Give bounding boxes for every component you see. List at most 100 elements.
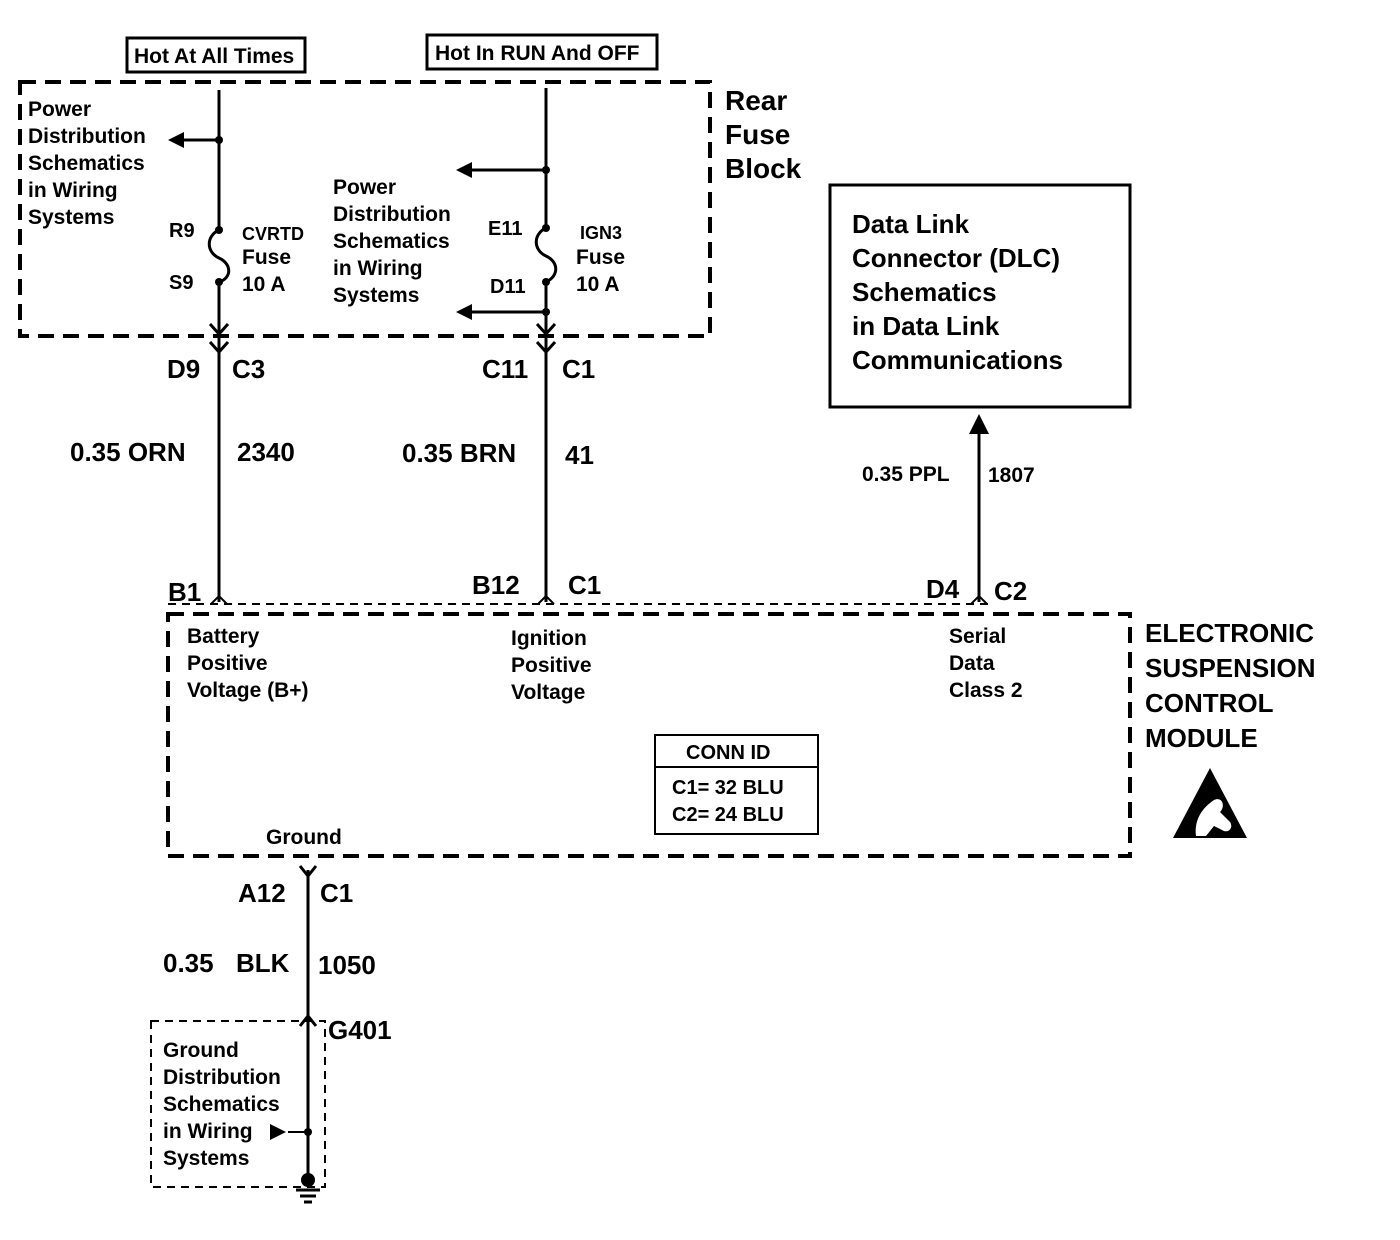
fuse-cvrtd-circuit xyxy=(182,90,231,602)
ground-dist-box xyxy=(150,1020,326,1188)
arrow-left-icon xyxy=(456,162,472,178)
arrow-right-icon xyxy=(270,1124,286,1140)
serial-data-label: Serial Data Class 2 xyxy=(949,625,1023,702)
esc-module-border xyxy=(166,612,1132,858)
connector-chevron-icon xyxy=(535,340,557,355)
hot-in-run-label: Hot In RUN And OFF xyxy=(425,33,659,71)
svg-text:Schematics: Schematics xyxy=(163,1093,280,1116)
hot-in-run-text: Hot In RUN And OFF xyxy=(435,42,640,65)
ground-pin: A12 xyxy=(238,878,286,908)
ground-color: BLK xyxy=(236,948,290,978)
wire2-conn-bottom: C1 xyxy=(568,570,601,600)
svg-text:Data Link: Data Link xyxy=(852,209,970,239)
conn-id-title: CONN ID xyxy=(686,742,770,764)
battery-input-label: Battery Positive Voltage (B+) xyxy=(187,625,309,702)
wire1-conn-top: C3 xyxy=(232,354,265,384)
connector-chevron-icon xyxy=(210,594,228,605)
wire1-pin-top: D9 xyxy=(167,354,200,384)
wire3-gauge-color: 0.35 PPL xyxy=(862,463,950,486)
svg-text:in Wiring: in Wiring xyxy=(28,179,118,202)
svg-text:Systems: Systems xyxy=(333,284,419,307)
hot-at-all-times-text: Hot At All Times xyxy=(134,45,294,68)
connector-chevron-icon xyxy=(298,1013,318,1027)
ground-gauge: 0.35 xyxy=(163,948,214,978)
ground-label: Ground xyxy=(266,826,342,849)
fuse1-rating: 10 A xyxy=(242,273,286,296)
svg-text:in Wiring: in Wiring xyxy=(333,257,423,280)
wire3-conn-bottom: C2 xyxy=(994,576,1027,606)
svg-text:Battery: Battery xyxy=(187,625,260,648)
svg-text:Power: Power xyxy=(333,176,396,199)
ground-dist-label: Ground Distribution Schematics in Wiring… xyxy=(163,1039,281,1170)
svg-text:in Wiring: in Wiring xyxy=(163,1120,253,1143)
svg-text:Connector (DLC): Connector (DLC) xyxy=(852,243,1060,273)
wire3-circuit: 1807 xyxy=(988,464,1035,487)
fuse2-pin-in: E11 xyxy=(488,218,522,240)
fuse2-type: Fuse xyxy=(576,246,625,269)
fuse1-type: Fuse xyxy=(242,246,291,269)
esd-warning-icon xyxy=(1173,768,1247,838)
wire3-pin-bottom: D4 xyxy=(926,574,960,604)
rear-fuse-block-line1: Rear xyxy=(725,85,787,116)
svg-text:in Data Link: in Data Link xyxy=(852,311,1000,341)
arrow-up-icon xyxy=(969,414,989,434)
ignition-input-label: Ignition Positive Voltage xyxy=(511,627,592,704)
module-title-line3: CONTROL xyxy=(1145,688,1274,718)
conn-id-c1: C1= 32 BLU xyxy=(672,777,784,799)
wire2-circuit: 41 xyxy=(565,440,594,470)
rear-fuse-block-line2: Fuse xyxy=(725,119,790,150)
arrow-left-icon xyxy=(168,132,184,148)
svg-text:Ground: Ground xyxy=(163,1039,239,1062)
fuse2-pin-out: D11 xyxy=(490,276,526,298)
svg-text:Systems: Systems xyxy=(28,206,114,229)
dlc-box xyxy=(828,183,1132,409)
svg-text:Schematics: Schematics xyxy=(28,152,145,175)
fuse2-rating: 10 A xyxy=(576,273,620,296)
wire2-gauge-color: 0.35 BRN xyxy=(402,438,516,468)
rear-fuse-block-line3: Block xyxy=(725,153,802,184)
module-title-line2: SUSPENSION xyxy=(1145,653,1316,683)
wire2-pin-top: C11 xyxy=(482,354,528,384)
svg-text:Distribution: Distribution xyxy=(333,203,451,226)
svg-text:Ignition: Ignition xyxy=(511,627,587,650)
svg-text:Class 2: Class 2 xyxy=(949,679,1023,702)
svg-text:Systems: Systems xyxy=(163,1147,249,1170)
conn-id-c2: C2= 24 BLU xyxy=(672,804,784,826)
ground-point: G401 xyxy=(328,1015,392,1045)
ground-symbol-icon xyxy=(296,1188,320,1204)
connector-chevron-icon xyxy=(537,594,555,605)
svg-text:Data: Data xyxy=(949,652,995,675)
fuse1-name: CVRTD xyxy=(242,224,304,244)
ground-circuit: 1050 xyxy=(318,950,376,980)
rear-fuse-block-border xyxy=(18,80,712,338)
svg-text:Positive: Positive xyxy=(511,654,592,677)
power-dist-mid: Power Distribution Schematics in Wiring … xyxy=(333,176,451,307)
module-title-line4: MODULE xyxy=(1145,723,1258,753)
wire2-conn-top: C1 xyxy=(562,354,595,384)
wire1-gauge-color: 0.35 ORN xyxy=(70,437,186,467)
module-title-line1: ELECTRONIC xyxy=(1145,618,1314,648)
fuse1-pin-in: R9 xyxy=(169,220,195,242)
fuse2-name: IGN3 xyxy=(580,223,622,243)
svg-text:Schematics: Schematics xyxy=(852,277,997,307)
svg-text:Serial: Serial xyxy=(949,625,1006,648)
svg-text:Voltage: Voltage xyxy=(511,681,585,704)
conn-id-box: CONN ID C1= 32 BLU C2= 24 BLU xyxy=(654,734,819,835)
arrow-left-icon xyxy=(456,304,472,320)
fuse1-pin-out: S9 xyxy=(169,272,193,294)
ground-conn: C1 xyxy=(320,878,353,908)
wire1-pin-bottom: B1 xyxy=(168,577,201,607)
power-dist-left: Power Distribution Schematics in Wiring … xyxy=(28,98,146,229)
svg-text:Communications: Communications xyxy=(852,345,1063,375)
svg-text:Voltage (B+): Voltage (B+) xyxy=(187,679,309,702)
svg-text:Power: Power xyxy=(28,98,91,121)
svg-text:Schematics: Schematics xyxy=(333,230,450,253)
hot-at-all-times-label: Hot At All Times xyxy=(125,36,307,74)
svg-text:Distribution: Distribution xyxy=(163,1066,281,1089)
wire1-circuit: 2340 xyxy=(237,437,295,467)
fuse-ign3-circuit xyxy=(472,88,558,602)
svg-text:Distribution: Distribution xyxy=(28,125,146,148)
connector-chevron-icon xyxy=(970,594,988,605)
wire2-pin-bottom: B12 xyxy=(472,570,520,600)
svg-text:Positive: Positive xyxy=(187,652,268,675)
